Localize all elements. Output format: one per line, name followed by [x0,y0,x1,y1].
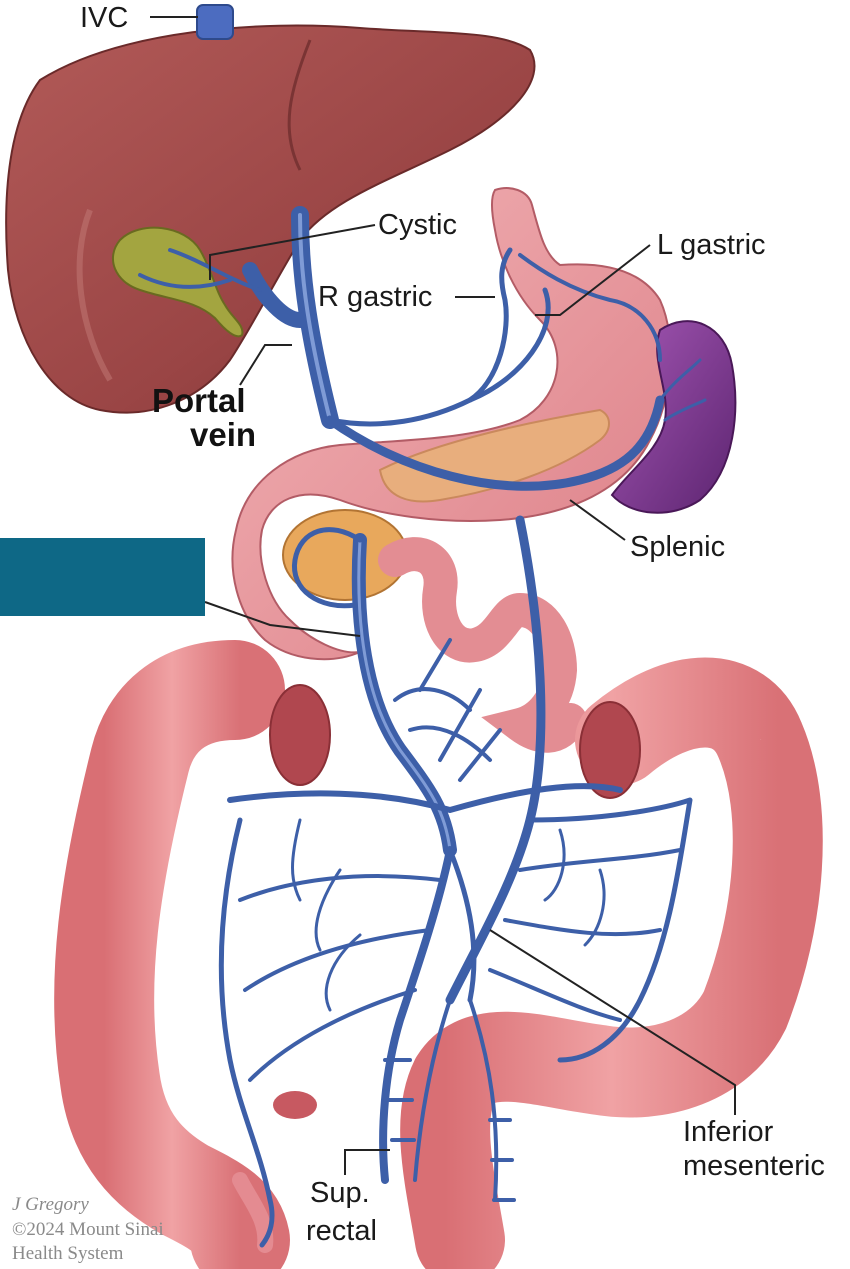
label-mesenteric: mesenteric [683,1150,825,1182]
label-inferior: Inferior [683,1116,774,1148]
l-gastric-leader [535,244,651,316]
cystic-leader [209,224,376,280]
stomach [231,187,672,661]
label-sup: Sup. [310,1177,370,1209]
credit-copyright: ©2024 Mount Sinai [12,1219,164,1240]
splenic-leader [569,499,626,541]
label-r-gastric: R gastric [318,281,432,313]
credit-author: J Gregory [12,1194,89,1215]
gallbladder [111,226,244,338]
ivc-vessel [196,4,234,40]
jejunum-loop [378,537,587,753]
label-ivc: IVC [80,2,128,34]
label-vein: vein [190,416,256,453]
hidden-label-leader [204,601,361,637]
venous-tree [138,206,707,1248]
label-portal: Portal [152,382,246,419]
liver [5,24,536,414]
hidden-label-box [0,538,205,616]
leader-lines [150,16,736,1175]
label-splenic: Splenic [630,531,725,563]
pancreas [378,408,610,503]
label-rectal: rectal [306,1215,377,1247]
label-cystic: Cystic [378,209,457,241]
credit-org: Health System [12,1243,124,1264]
label-l-gastric: L gastric [657,229,766,261]
sup-rectal-leader [344,1149,390,1175]
colon [54,640,823,1269]
portal-leader [239,344,292,386]
inferior-mesenteric-leader [489,929,736,1115]
